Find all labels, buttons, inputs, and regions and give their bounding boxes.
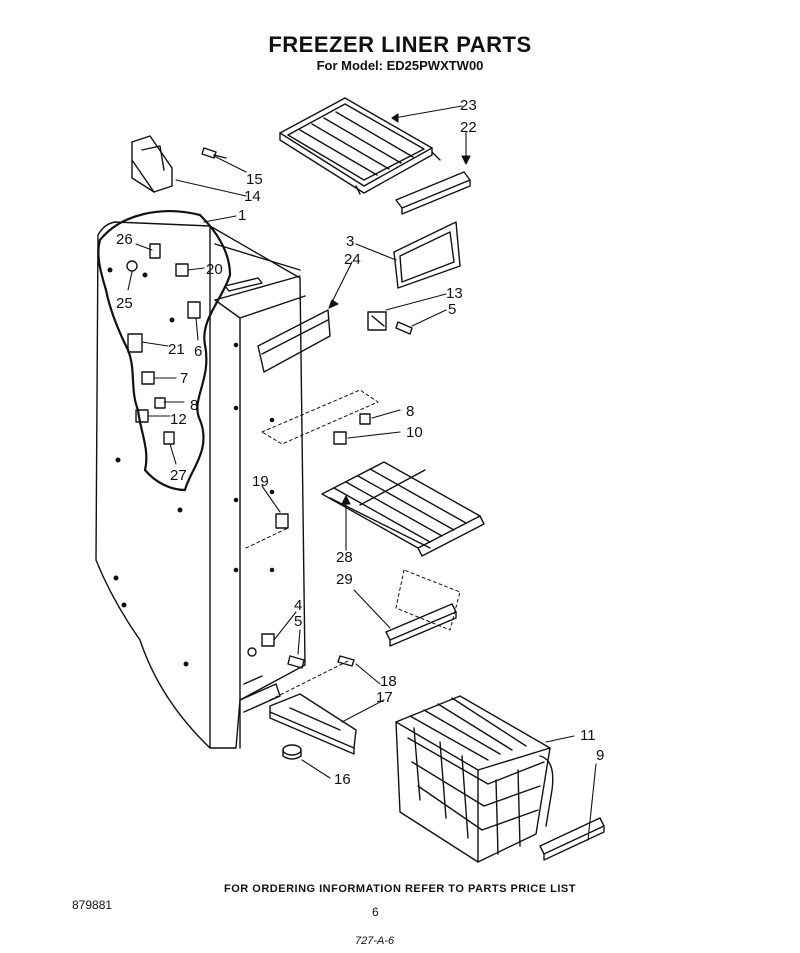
callout-labels: 23 22 15 14 1 3 24 13 5 26 20 25 6 21 7 … bbox=[116, 97, 604, 788]
clip-8-right bbox=[359, 413, 371, 425]
document-number: 879881 bbox=[72, 898, 113, 912]
callout-29: 29 bbox=[336, 571, 353, 588]
callout-18: 18 bbox=[380, 673, 397, 690]
callout-13: 13 bbox=[446, 285, 463, 302]
wire-basket-11 bbox=[395, 695, 554, 863]
wire-shelf-28 bbox=[321, 461, 485, 557]
callout-8-left: 8 bbox=[190, 397, 198, 414]
callout-8-right: 8 bbox=[406, 403, 414, 420]
panel-3 bbox=[393, 221, 461, 289]
callout-10: 10 bbox=[406, 424, 423, 441]
callout-24: 24 bbox=[344, 251, 361, 268]
basket-trim-9 bbox=[539, 817, 605, 861]
callout-4: 4 bbox=[294, 597, 302, 614]
page-title: FREEZER LINER PARTS bbox=[268, 32, 532, 57]
callout-28: 28 bbox=[336, 549, 353, 566]
clip-4 bbox=[261, 633, 275, 647]
callout-15: 15 bbox=[246, 171, 263, 188]
callout-23: 23 bbox=[460, 97, 477, 114]
callout-6: 6 bbox=[194, 343, 202, 360]
callout-19: 19 bbox=[252, 473, 269, 490]
callout-5-upper: 5 bbox=[448, 301, 456, 318]
ordering-note: FOR ORDERING INFORMATION REFER TO PARTS … bbox=[224, 883, 576, 895]
model-subtitle: For Model: ED25PWXTW00 bbox=[316, 58, 484, 73]
callout-12: 12 bbox=[170, 411, 187, 428]
freezer-liner-cabinet bbox=[95, 210, 306, 749]
plug-16 bbox=[282, 744, 302, 760]
screw-5-lower bbox=[287, 655, 305, 669]
callout-3: 3 bbox=[346, 233, 354, 250]
callout-16: 16 bbox=[334, 771, 351, 788]
cam-13 bbox=[367, 311, 387, 331]
callout-21: 21 bbox=[168, 341, 185, 358]
clip-19 bbox=[275, 513, 289, 529]
callout-5-lower: 5 bbox=[294, 613, 302, 630]
callout-17: 17 bbox=[376, 689, 393, 706]
screw-18 bbox=[337, 655, 355, 667]
callout-27: 27 bbox=[170, 467, 187, 484]
screw-part bbox=[201, 147, 227, 159]
plug-hole bbox=[247, 647, 257, 657]
callout-26: 26 bbox=[116, 231, 133, 248]
shelf-23 bbox=[279, 97, 441, 195]
callout-7: 7 bbox=[180, 370, 188, 387]
cover-17 bbox=[269, 693, 357, 755]
revision-code: 727-A-6 bbox=[355, 935, 395, 947]
shelf-trim-22 bbox=[395, 171, 471, 215]
shelf-trim-29 bbox=[385, 603, 457, 647]
screw-5-upper bbox=[395, 321, 413, 335]
callout-1: 1 bbox=[238, 207, 246, 224]
bracket-part bbox=[131, 135, 173, 193]
callout-20: 20 bbox=[206, 261, 223, 278]
page-number: 6 bbox=[372, 905, 379, 919]
callout-22: 22 bbox=[460, 119, 477, 136]
callout-9: 9 bbox=[596, 747, 604, 764]
callout-14: 14 bbox=[244, 188, 261, 205]
clip-10 bbox=[333, 431, 347, 445]
callout-11: 11 bbox=[580, 727, 596, 744]
trim-24 bbox=[257, 309, 331, 373]
callout-25: 25 bbox=[116, 295, 133, 312]
